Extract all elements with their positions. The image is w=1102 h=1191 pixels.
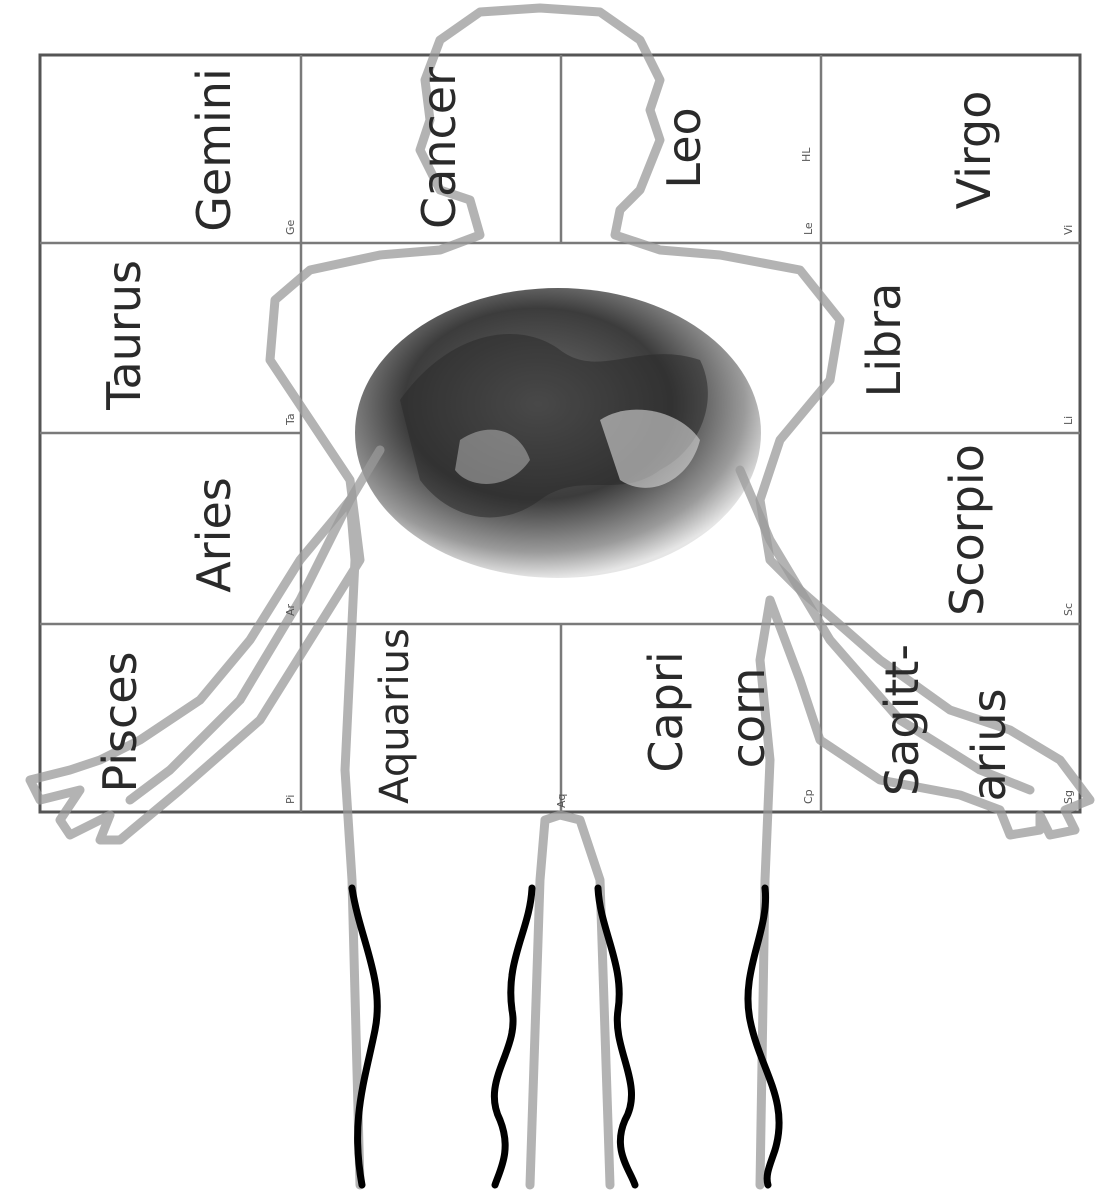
sign-aries-abbr: Ar (284, 603, 297, 616)
sign-leo-extra: HL (800, 147, 813, 162)
sign-leo-abbr: Le (802, 222, 815, 235)
sign-capricorn-line2: corn (721, 668, 775, 769)
sign-scorpio-abbr: Sc (1062, 603, 1075, 616)
sign-libra-label: Libra (857, 283, 911, 398)
sign-libra-abbr: Li (1062, 416, 1075, 425)
sign-gemini-label: Gemini (187, 68, 241, 231)
sign-taurus-label: Taurus (97, 260, 151, 411)
sign-sagittarius-line1: Sagitt- (875, 644, 929, 796)
legs-outline (352, 888, 779, 1185)
sign-pisces-abbr: Pi (284, 795, 297, 804)
sign-gemini-abbr: Ge (284, 219, 297, 235)
sign-sagittarius-line2: arius (962, 688, 1016, 801)
sign-capricorn-line1: Capri (639, 651, 693, 772)
sign-virgo-abbr: Vi (1062, 225, 1075, 235)
sign-aries-label: Aries (187, 477, 241, 592)
sign-scorpio-label: Scorpio (940, 444, 994, 616)
inner-leg-outline (530, 815, 610, 1185)
sign-aquarius-label: Aquarius (372, 628, 418, 804)
earth-globe-image (355, 288, 761, 578)
sign-pisces-label: Pisces (93, 651, 147, 792)
sign-leo-label: Leo (657, 107, 711, 188)
sign-cancer-label: Cancer (412, 67, 466, 229)
sign-virgo-label: Virgo (947, 91, 1001, 210)
sign-aquarius-abbr: Aq (555, 794, 568, 808)
leg-left-inner (494, 888, 532, 1185)
sign-taurus-abbr: Ta (284, 413, 297, 426)
sign-sagittarius-abbr: Sg (1062, 790, 1075, 804)
sign-capricorn-abbr: Cp (802, 789, 815, 804)
